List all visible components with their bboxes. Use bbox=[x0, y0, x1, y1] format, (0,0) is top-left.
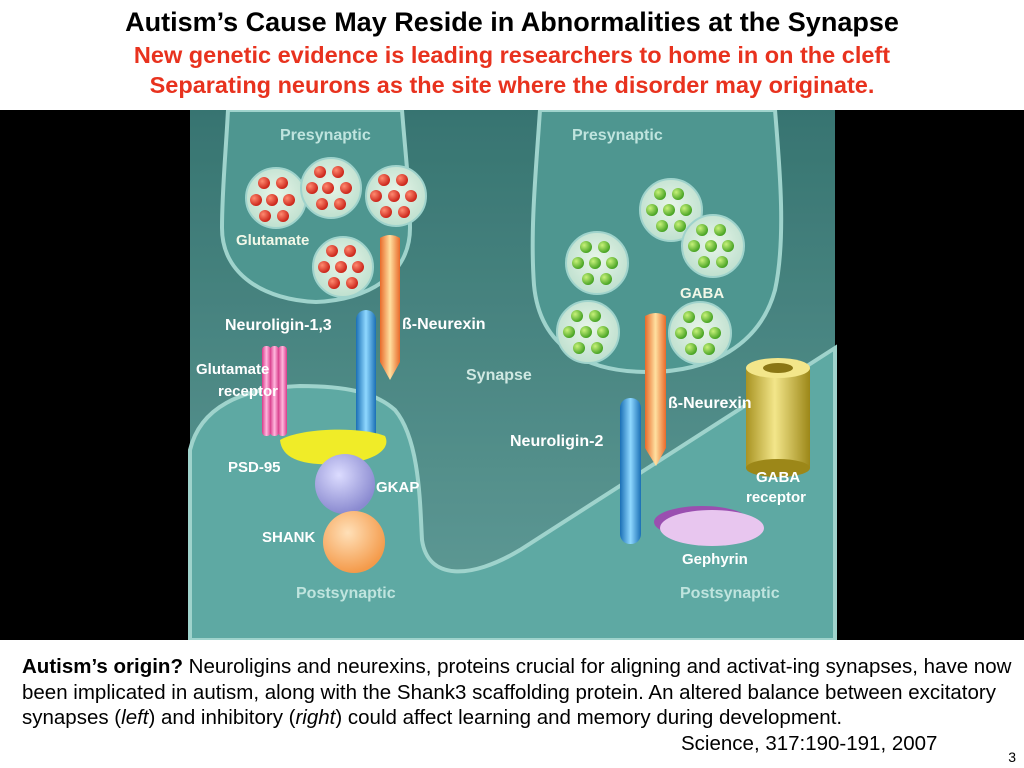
label-gaba-receptor-line1: GABA bbox=[756, 469, 800, 486]
label-shank: SHANK bbox=[262, 529, 316, 546]
label-gaba-receptor-line2: receptor bbox=[746, 489, 806, 506]
label-neuroligin-2: Neuroligin-2 bbox=[510, 433, 603, 450]
label-glutamate-receptor-line1: Glutamate bbox=[196, 361, 269, 378]
glutamate-vesicle bbox=[245, 167, 307, 229]
caption-text-3: ) could affect learning and memory durin… bbox=[335, 706, 843, 729]
glutamate-vesicles bbox=[245, 157, 427, 298]
gaba-vesicles bbox=[556, 178, 745, 365]
gaba-vesicle bbox=[565, 231, 629, 295]
gaba-vesicle bbox=[668, 301, 732, 365]
gephyrin bbox=[654, 506, 764, 546]
gaba-receptor bbox=[746, 358, 810, 477]
caption-lead: Autism’s origin? bbox=[22, 655, 183, 678]
caption-left: left bbox=[121, 706, 149, 729]
label-presynaptic-left: Presynaptic bbox=[280, 127, 371, 144]
citation-ref: , 317:190-191, 2007 bbox=[753, 732, 938, 755]
subtitle-line-1: New genetic evidence is leading research… bbox=[133, 42, 891, 68]
label-postsynaptic-left: Postsynaptic bbox=[296, 585, 396, 602]
label-presynaptic-right: Presynaptic bbox=[572, 127, 663, 144]
neuroligin-2 bbox=[620, 398, 641, 544]
label-gephyrin: Gephyrin bbox=[682, 551, 748, 568]
gkap bbox=[315, 454, 375, 514]
psd-95 bbox=[280, 429, 387, 465]
gaba-vesicle bbox=[556, 300, 620, 364]
subtitle-line-2: Separating neurons as the site where the… bbox=[149, 72, 875, 98]
caption-text-2: ) and inhibitory ( bbox=[148, 706, 296, 729]
label-glutamate: Glutamate bbox=[236, 232, 309, 249]
shank bbox=[323, 511, 385, 573]
label-glutamate-receptor-line2: receptor bbox=[218, 383, 278, 400]
b-neurexin-left bbox=[380, 235, 400, 380]
label-synapse: Synapse bbox=[466, 367, 532, 384]
label-b-neurexin-right: ß-Neurexin bbox=[668, 395, 752, 412]
synapse-figure: Presynaptic Presynaptic Glutamate GABA N… bbox=[0, 110, 1024, 640]
neuroligin-1-3 bbox=[356, 310, 376, 458]
glutamate-vesicle bbox=[300, 157, 362, 219]
label-b-neurexin-left: ß-Neurexin bbox=[402, 316, 486, 333]
label-gkap: GKAP bbox=[376, 479, 419, 496]
figure-caption: Autism’s origin? Neuroligins and neurexi… bbox=[22, 654, 1012, 731]
page-number: 3 bbox=[1008, 749, 1016, 765]
glutamate-vesicle bbox=[365, 165, 427, 227]
caption-right: right bbox=[295, 706, 336, 729]
slide-subtitle: New genetic evidence is leading research… bbox=[0, 40, 1024, 100]
label-gaba: GABA bbox=[680, 285, 724, 302]
citation: Science, 317:190-191, 2007 bbox=[681, 731, 937, 757]
b-neurexin-right bbox=[645, 313, 666, 466]
glutamate-vesicle bbox=[312, 236, 374, 298]
label-neuroligin-1-3: Neuroligin-1,3 bbox=[225, 317, 332, 334]
citation-journal: Science bbox=[681, 732, 754, 755]
synapse-diagram: Presynaptic Presynaptic Glutamate GABA N… bbox=[188, 110, 837, 640]
label-psd-95: PSD-95 bbox=[228, 459, 281, 476]
label-postsynaptic-right: Postsynaptic bbox=[680, 585, 780, 602]
gaba-vesicle bbox=[681, 214, 745, 278]
slide-title: Autism’s Cause May Reside in Abnormaliti… bbox=[125, 7, 899, 37]
glutamate-receptor bbox=[262, 346, 287, 436]
gaba-vesicle bbox=[639, 178, 703, 242]
caption-text-1: Neuroligins and neurexins, proteins cruc… bbox=[22, 655, 1012, 729]
